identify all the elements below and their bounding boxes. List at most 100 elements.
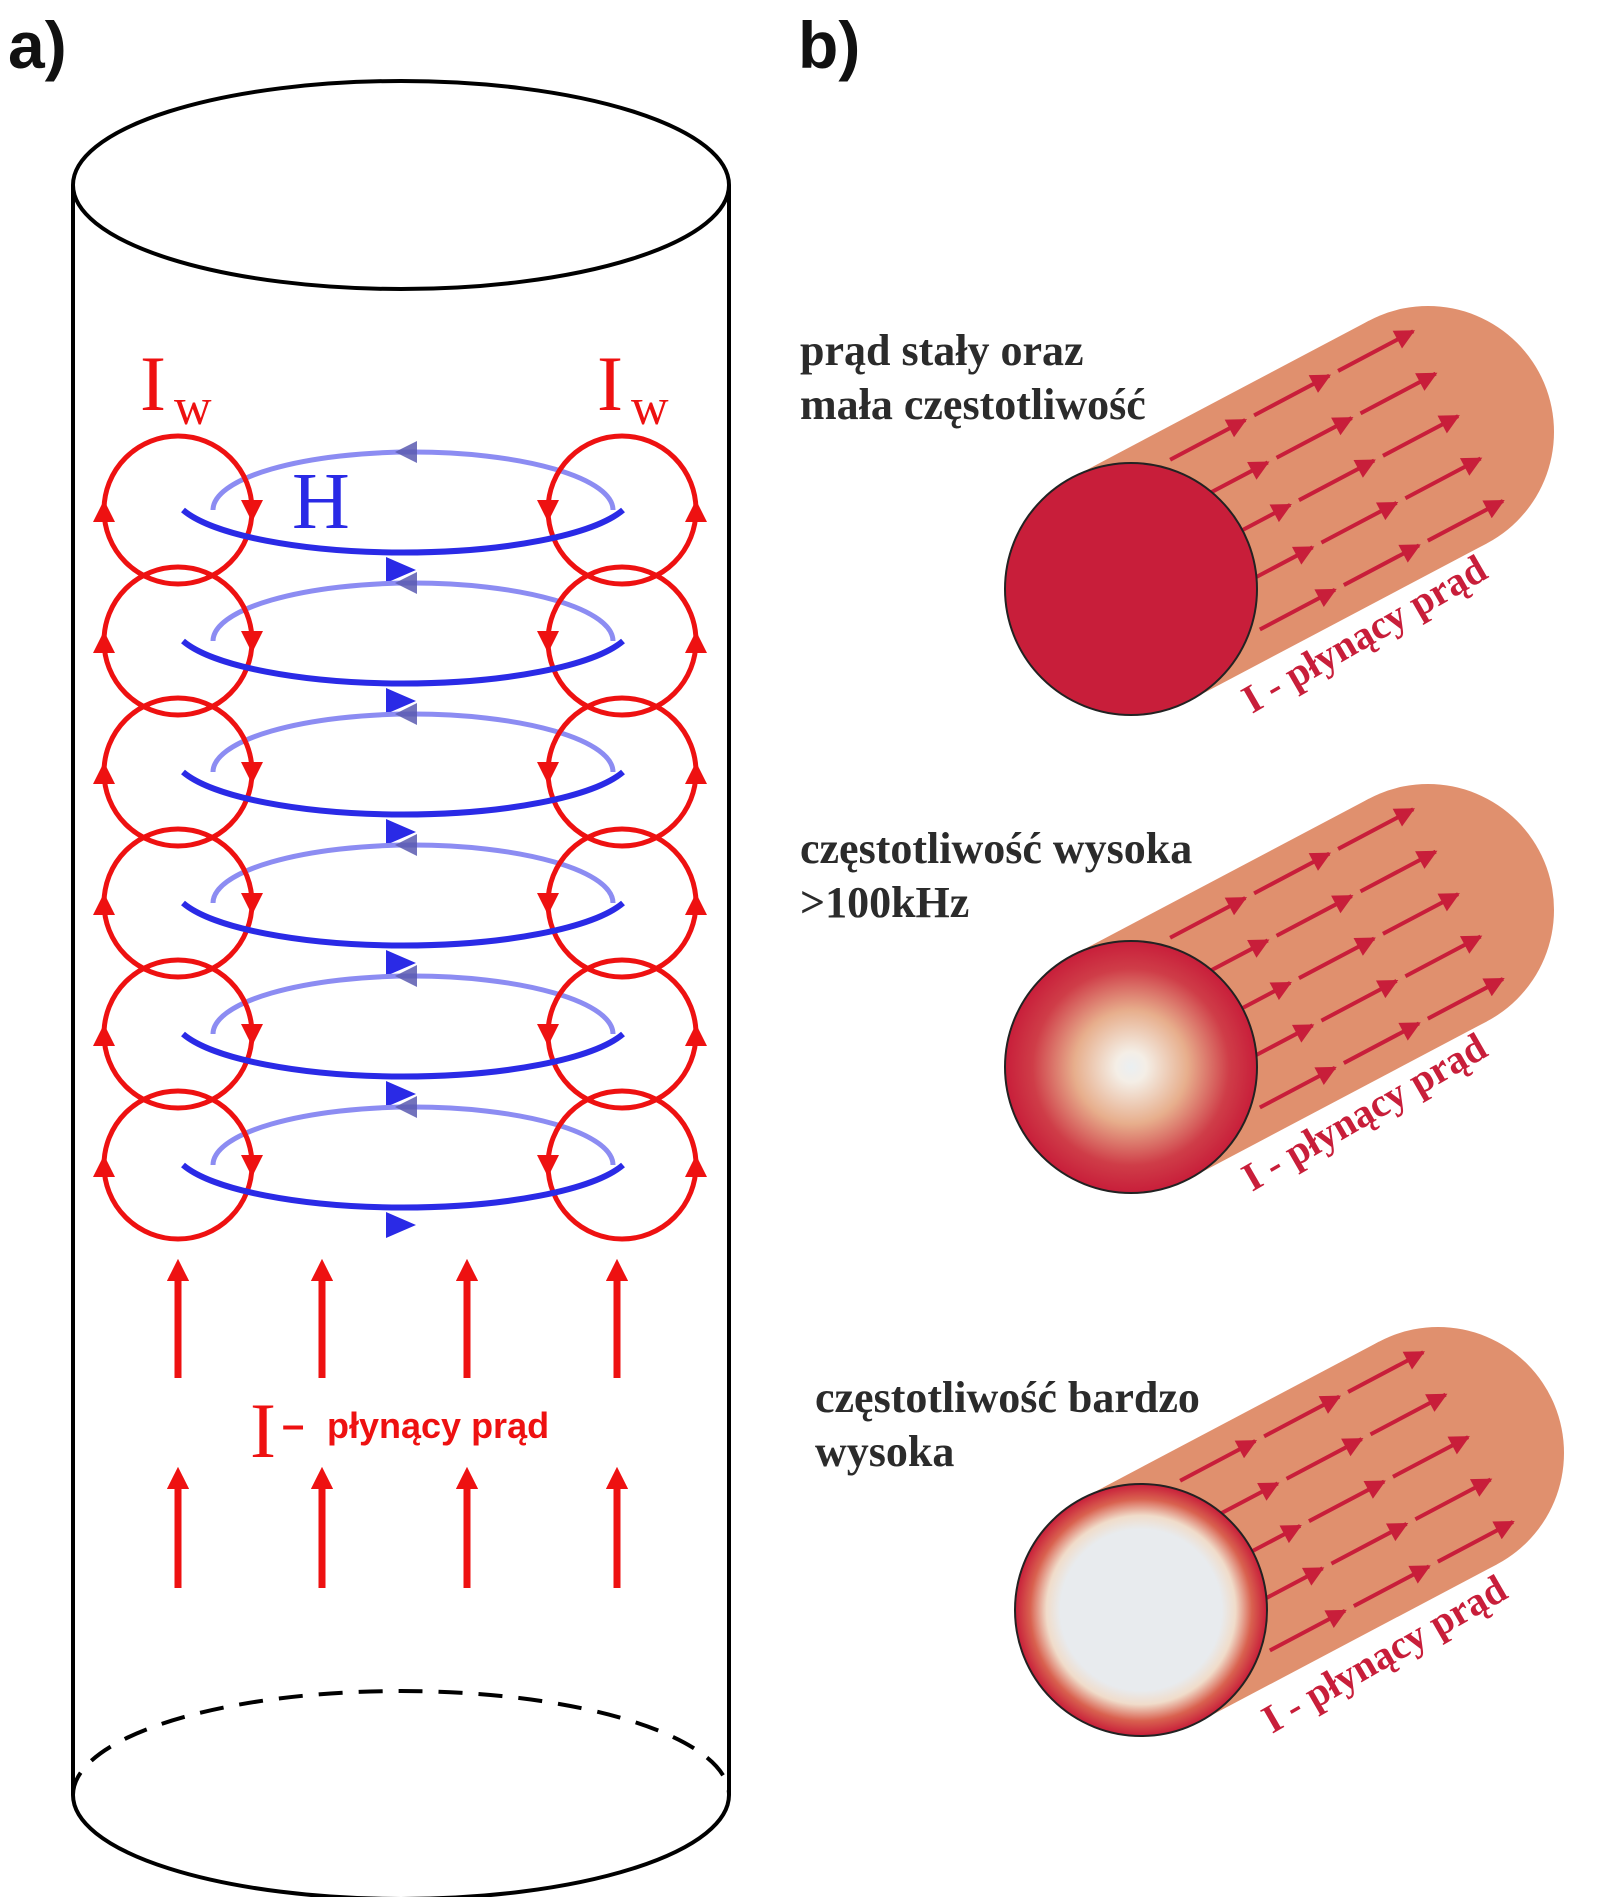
eddy-arrow-left-up <box>93 893 115 915</box>
loop-row-3 <box>93 695 707 849</box>
wire-current-arrow <box>1258 587 1337 632</box>
field-arrow-front <box>386 950 416 976</box>
wire-current-arrow <box>1298 458 1376 502</box>
loop-row-5 <box>93 957 707 1111</box>
field-loop-front <box>181 900 625 949</box>
eddy-arrow-right-up <box>685 500 707 522</box>
eddy-loop-left <box>101 695 255 849</box>
wire-cross-section <box>1004 940 1258 1194</box>
field-loop-front <box>181 1031 625 1080</box>
eddy-arrow-right-down <box>537 893 559 915</box>
current-label-text: płynący prąd <box>327 1405 549 1446</box>
eddy-arrow-right-up <box>685 631 707 653</box>
panel-a-label: a) <box>8 8 67 82</box>
wire-current-arrow <box>1320 979 1399 1023</box>
eddy-loop-left <box>101 564 255 718</box>
field-arrow-front <box>386 819 416 845</box>
field-arrow-back <box>395 441 417 463</box>
eddy-arrow-left-up <box>93 631 115 653</box>
wire-current-arrow <box>1253 373 1332 418</box>
wire-current-arrow <box>1404 934 1483 979</box>
eddy-arrow-right-up <box>685 1155 707 1177</box>
wire-cross-section <box>1014 1483 1268 1737</box>
wire-2-caption-line-2: >100kHz <box>800 878 969 927</box>
wire-3-caption-line-2: wysoka <box>815 1427 954 1476</box>
wire-current-arrow <box>1404 456 1483 501</box>
eddy-arrow-left-down <box>241 1155 263 1177</box>
field-arrow-front <box>386 1081 416 1107</box>
cylinder-top-ellipse <box>71 79 731 291</box>
loop-row-4 <box>93 826 707 980</box>
eddy-loop-left <box>101 826 255 980</box>
wire-current-arrow <box>1268 1608 1347 1653</box>
field-loop-front <box>181 638 625 687</box>
eddy-label-left-main: I <box>140 340 166 427</box>
eddy-arrow-right-down <box>537 1155 559 1177</box>
wire-current-arrow <box>1436 1520 1515 1564</box>
field-arrow-back <box>395 834 417 856</box>
wire-current-arrow <box>1359 371 1438 416</box>
eddy-arrow-left-up <box>93 1024 115 1046</box>
wire-3-caption-line-1: częstotliwość bardzo <box>815 1373 1200 1422</box>
eddy-loop-left <box>101 1088 255 1242</box>
wire-1-caption-line-1: prąd stały oraz <box>800 326 1084 375</box>
wire-current-arrow <box>1320 501 1399 545</box>
field-arrow-front <box>386 688 416 714</box>
wire-current-arrow <box>1308 1479 1386 1523</box>
cylinder-bottom-back-dashed <box>71 1689 731 1796</box>
wire-current-arrow <box>1342 1021 1421 1065</box>
eddy-arrow-left-up <box>93 500 115 522</box>
wire-current-arrow <box>1426 977 1505 1021</box>
eddy-label-right-sub: w <box>631 379 669 436</box>
eddy-arrow-right-down <box>537 762 559 784</box>
current-label-dash: – <box>282 1403 304 1447</box>
wire-current-arrow <box>1352 1564 1431 1608</box>
loop-row-1 <box>93 433 707 587</box>
wire-current-arrow <box>1337 807 1416 851</box>
wire-current-arrow <box>1258 1065 1337 1110</box>
eddy-arrow-left-down <box>241 500 263 522</box>
loops-group <box>93 433 707 1242</box>
eddy-arrow-right-up <box>685 762 707 784</box>
loop-row-2 <box>93 564 707 718</box>
eddy-arrow-left-down <box>241 631 263 653</box>
eddy-arrow-left-up <box>93 762 115 784</box>
wires-group <box>1004 306 1564 1737</box>
wire-current-arrow <box>1347 1350 1426 1394</box>
field-loop-front <box>181 769 625 818</box>
wire-current-arrow <box>1179 1439 1258 1483</box>
wire-current-arrow <box>1330 1522 1409 1566</box>
field-arrow-back <box>395 703 417 725</box>
eddy-arrow-right-up <box>685 893 707 915</box>
field-arrow-back <box>395 572 417 594</box>
current-label: I – płynący prąd <box>250 1387 549 1474</box>
panel-b-label: b) <box>798 8 860 82</box>
eddy-arrow-right-up <box>685 1024 707 1046</box>
field-loop-front <box>181 507 625 556</box>
eddy-arrow-left-down <box>241 762 263 784</box>
wire-current-arrow <box>1298 936 1376 980</box>
wire-current-arrow <box>1169 418 1248 462</box>
wire-current-arrow <box>1169 896 1248 940</box>
eddy-arrow-right-down <box>537 500 559 522</box>
wire-2 <box>1004 784 1554 1194</box>
field-arrow-front <box>386 1212 416 1238</box>
wire-current-arrow <box>1414 1477 1493 1522</box>
wire-current-arrow <box>1369 1392 1448 1437</box>
wire-current-arrow <box>1359 849 1438 894</box>
conductor-cylinder <box>71 79 731 1897</box>
wire-current-arrow <box>1392 1435 1470 1479</box>
wire-current-arrow <box>1253 851 1332 896</box>
loop-row-6 <box>93 1088 707 1242</box>
eddy-arrow-right-down <box>537 631 559 653</box>
wire-current-arrow <box>1285 1437 1364 1481</box>
wire-current-arrow <box>1382 892 1460 936</box>
wire-cross-section <box>1004 462 1258 716</box>
wire-current-arrow <box>1263 1394 1342 1439</box>
eddy-label-left-sub: w <box>174 379 212 436</box>
eddy-arrow-left-down <box>241 1024 263 1046</box>
wire-2-caption-line-1: częstotliwość wysoka <box>800 824 1192 873</box>
field-arrow-back <box>395 1096 417 1118</box>
eddy-arrow-left-down <box>241 893 263 915</box>
